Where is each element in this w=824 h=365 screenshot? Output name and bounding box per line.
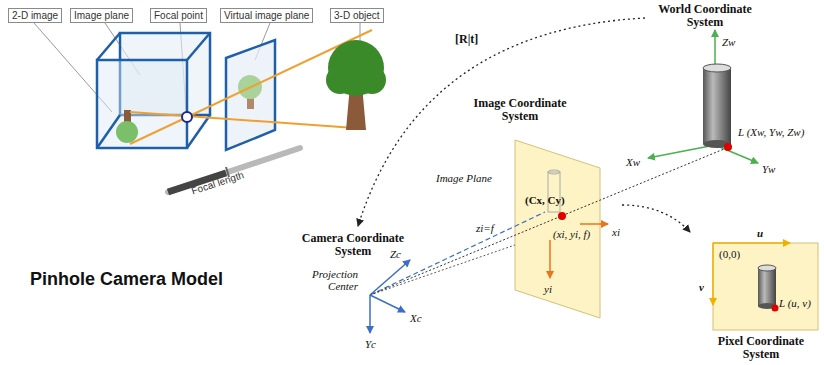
pixel-frame-box: (0,0)uvL (u, v) [713, 243, 818, 330]
callout-text: 3-D object [334, 10, 380, 21]
callout-label: 3-D object [330, 8, 384, 23]
system-title: World Coordinate System [640, 3, 770, 29]
image-plane [515, 140, 600, 318]
image-axes [550, 224, 608, 278]
world-axes [648, 30, 758, 163]
axis-label: (0,0) [719, 248, 740, 260]
pixel-frame [713, 243, 818, 330]
world-cylinder [703, 64, 732, 151]
pixel-cylinder [758, 265, 779, 312]
figure-title: Pinhole Camera Model [30, 270, 223, 290]
axis-label: Zw [722, 36, 735, 48]
axis-label: Yc [365, 338, 376, 350]
axis-label: xi [612, 226, 620, 238]
callout-label: 2-D image [8, 8, 62, 23]
tree [326, 40, 386, 130]
axis-label: Xc [410, 312, 422, 324]
axis-label: Zc [390, 248, 401, 260]
camera-axes [370, 260, 410, 333]
axis-label: L (u, v) [779, 297, 811, 309]
focal-point [182, 112, 192, 122]
pixel-arc [622, 205, 690, 232]
callout-text: Virtual image plane [224, 10, 309, 21]
image-point [558, 212, 566, 220]
axis-label: v [699, 281, 704, 293]
callout-text: Image plane [74, 10, 129, 21]
point-label: (xi, yi, f) [553, 228, 590, 240]
system-title: Image Coordinate System [460, 97, 580, 123]
point-label: (Cx, Cy) [525, 194, 565, 206]
projection-ray [370, 245, 515, 295]
callout-label: Virtual image plane [220, 8, 313, 23]
axis-label: yi [544, 283, 552, 295]
callout-label: Focal point [150, 8, 207, 23]
focal-length-bar [168, 148, 300, 192]
callout-text: Focal point [154, 10, 203, 21]
pinhole-box [97, 33, 210, 148]
callout-label: Image plane [70, 8, 133, 23]
projection-ray [370, 149, 724, 295]
inverted-tree [116, 110, 138, 143]
light-rays [130, 30, 372, 144]
system-title: Pixel Coordinate System [701, 335, 821, 361]
axis-label: u [757, 227, 763, 239]
pixel-axes [713, 243, 790, 305]
axis-label: Yw [762, 163, 775, 175]
point-label: Projection Center [296, 268, 358, 292]
callout-text: 2-D image [12, 10, 58, 21]
axis-label: zi=f [476, 222, 494, 234]
axis-label: Xw [626, 156, 640, 168]
point-label: L (Xw, Yw, Zw) [738, 126, 804, 138]
optical-axis [370, 212, 545, 295]
plane-label: Image Plane [436, 172, 492, 184]
transform-label: [R|t] [455, 33, 478, 46]
transform-arc [358, 18, 645, 226]
